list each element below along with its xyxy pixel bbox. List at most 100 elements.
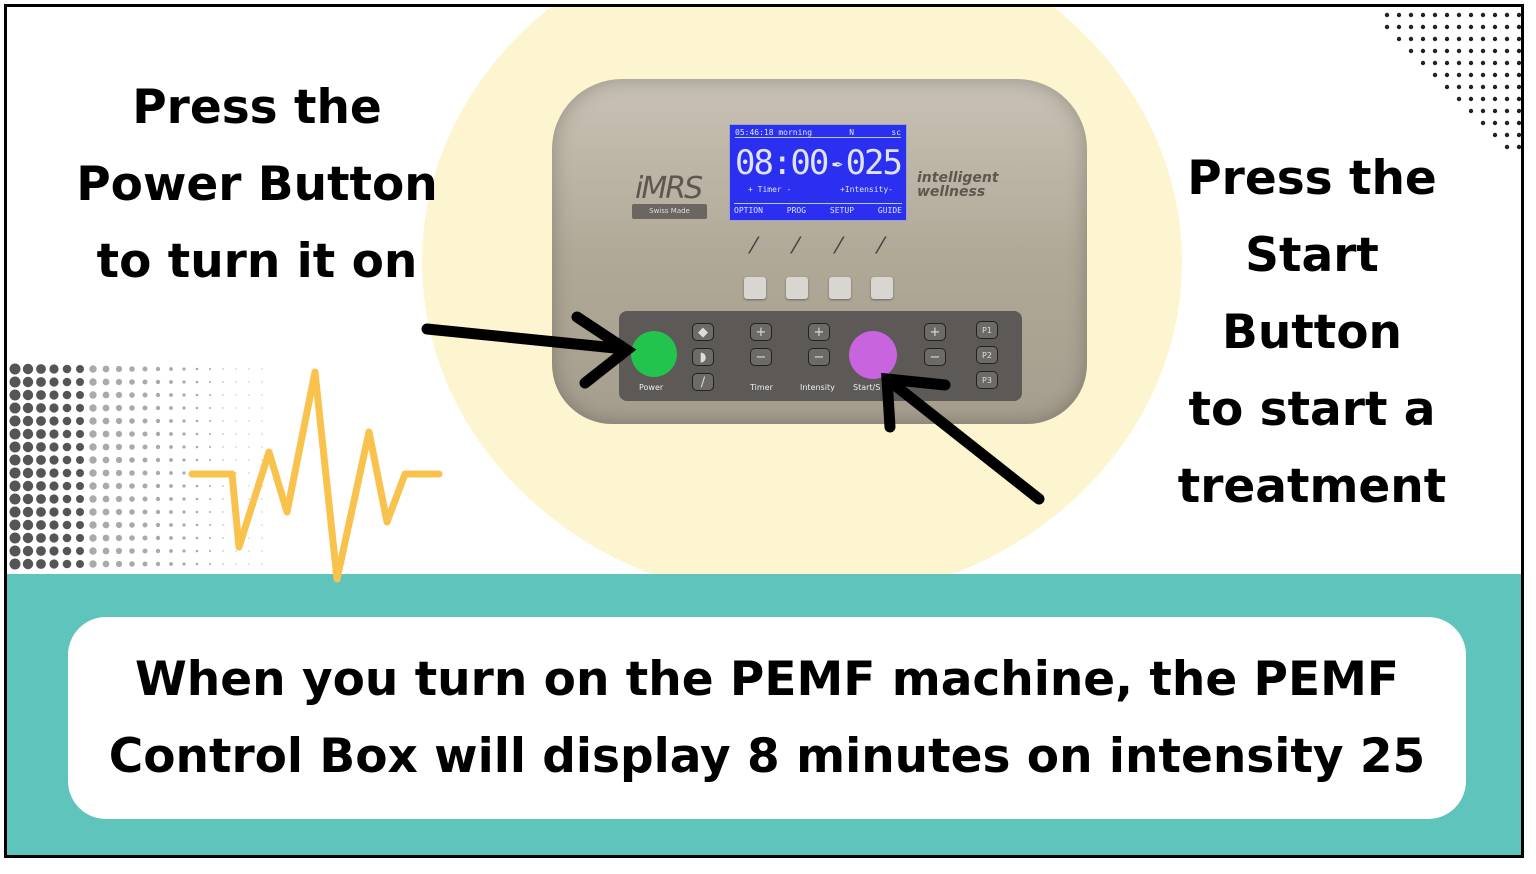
halftone-dot <box>9 493 21 505</box>
halftone-dot <box>142 457 148 463</box>
halftone-dot <box>142 548 148 554</box>
halftone-dot <box>1420 48 1426 54</box>
halftone-dot <box>62 559 72 569</box>
halftone-dot <box>155 392 161 398</box>
halftone-dot <box>49 559 59 569</box>
halftone-dot <box>222 394 224 396</box>
halftone-dot <box>1516 60 1521 66</box>
keypad: Power ◆ ◗ ∕ + − Timer + − Intensity Star… <box>619 311 1022 401</box>
halftone-dot <box>1408 36 1414 42</box>
halftone-dot <box>1384 24 1390 30</box>
arrow-to-start <box>881 372 1045 505</box>
halftone-dot <box>142 496 148 502</box>
program-p3-key: P3 <box>976 371 998 389</box>
halftone-dot <box>1492 120 1498 126</box>
halftone-dot <box>155 483 161 489</box>
halftone-dot <box>62 507 72 517</box>
halftone-dot <box>248 446 250 448</box>
halftone-dot <box>102 469 110 477</box>
halftone-dot <box>169 445 173 449</box>
halftone-dot <box>1444 48 1450 54</box>
timer-value: 08:00 <box>735 143 829 183</box>
start-button[interactable] <box>849 331 897 379</box>
halftone-dot <box>89 482 97 490</box>
halftone-dot <box>1444 84 1450 90</box>
halftone-dot <box>235 394 237 396</box>
halftone-dot <box>36 364 46 374</box>
halftone-dot <box>115 417 123 425</box>
halftone-dot <box>195 367 199 371</box>
halftone-dot <box>169 458 173 462</box>
halftone-dot <box>62 429 72 439</box>
halftone-dot <box>261 420 263 422</box>
halftone-dot <box>1468 84 1474 90</box>
halftone-dot <box>115 547 123 555</box>
halftone-dot <box>115 378 123 386</box>
halftone-dot <box>102 430 110 438</box>
halftone-dot <box>115 430 123 438</box>
halftone-dot <box>1504 96 1510 102</box>
halftone-dot <box>1480 48 1486 54</box>
power-label: Power <box>639 383 664 392</box>
halftone-dot <box>209 368 211 370</box>
halftone-dot <box>182 432 186 436</box>
halftone-dot <box>261 394 263 396</box>
halftone-dot <box>36 403 46 413</box>
halftone-dot <box>36 559 46 569</box>
instruction-line: Button <box>1222 305 1402 360</box>
halftone-dot <box>1420 60 1426 66</box>
halftone-dot <box>1480 12 1486 18</box>
halftone-dot <box>115 508 123 516</box>
halftone-dot <box>261 537 263 539</box>
halftone-dot <box>142 444 148 450</box>
halftone-dot <box>102 456 110 464</box>
halftone-dot <box>36 442 46 452</box>
power-button[interactable] <box>631 331 677 377</box>
halftone-dot <box>155 522 161 528</box>
halftone-dot <box>62 455 72 465</box>
halftone-dot <box>89 547 97 555</box>
halftone-dot <box>76 482 84 490</box>
halftone-dot <box>195 393 199 397</box>
halftone-dot <box>36 416 46 426</box>
halftone-dot <box>222 524 224 526</box>
halftone-dot <box>89 404 97 412</box>
halftone-dot <box>76 508 84 516</box>
halftone-dot <box>182 523 186 527</box>
halftone-dot <box>62 416 72 426</box>
halftone-dot <box>182 510 186 514</box>
halftone-dot <box>195 406 199 410</box>
halftone-dot <box>222 407 224 409</box>
halftone-dot <box>209 511 211 513</box>
halftone-dot <box>1492 84 1498 90</box>
halftone-dot <box>1456 96 1462 102</box>
halftone-dot <box>195 523 199 527</box>
halftone-dot <box>1384 12 1390 18</box>
halftone-dot <box>22 467 34 479</box>
halftone-dot <box>49 364 59 374</box>
halftone-dot <box>1396 36 1402 42</box>
halftone-dot <box>49 416 59 426</box>
halftone-dot <box>89 443 97 451</box>
halftone-dot <box>89 534 97 542</box>
halftone-dot <box>49 442 59 452</box>
halftone-dot <box>62 494 72 504</box>
halftone-dot <box>76 495 84 503</box>
halftone-dot <box>22 402 34 414</box>
halftone-dot <box>209 550 211 552</box>
halftone-dot <box>76 534 84 542</box>
halftone-dot <box>36 468 46 478</box>
halftone-dot <box>1516 36 1521 42</box>
halftone-dot <box>1444 36 1450 42</box>
halftone-dot <box>1468 96 1474 102</box>
halftone-dot <box>195 562 199 566</box>
halftone-dot <box>142 366 148 372</box>
halftone-dot <box>115 443 123 451</box>
halftone-dot <box>248 459 250 461</box>
halftone-dot <box>102 391 110 399</box>
halftone-dot <box>1408 12 1414 18</box>
halftone-dot <box>129 522 135 528</box>
halftone-dot <box>76 430 84 438</box>
halftone-dot <box>209 381 211 383</box>
halftone-dot <box>49 546 59 556</box>
